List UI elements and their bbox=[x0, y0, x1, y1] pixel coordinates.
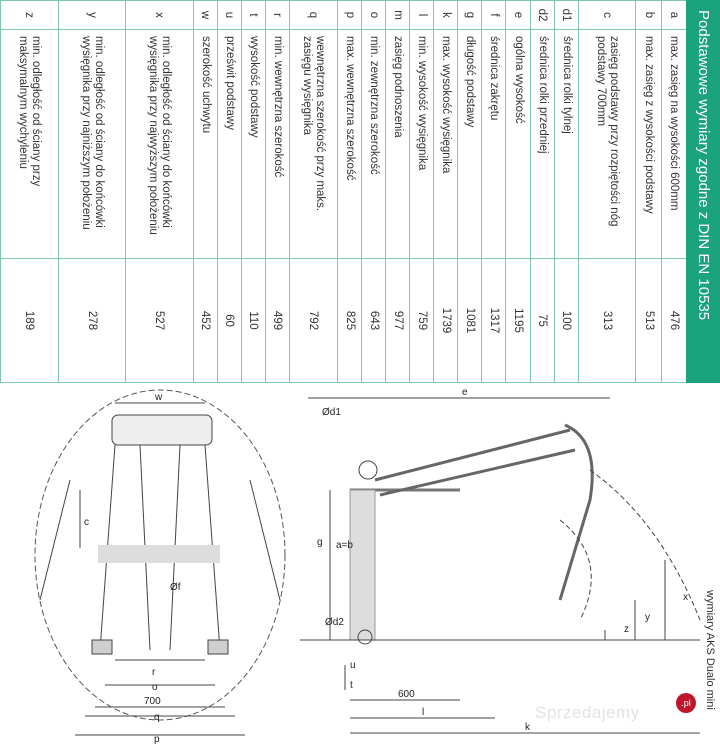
label-d2: Ød2 bbox=[325, 617, 344, 628]
table-cell-description: min. odległość od ściany do końcówki wys… bbox=[57, 30, 126, 258]
table-cell-value: 1195 bbox=[505, 259, 530, 382]
table-cell-description: ogólna wysokość bbox=[505, 30, 530, 258]
table-cell-value: 60 bbox=[216, 259, 241, 382]
table-cell-code: o bbox=[361, 1, 386, 29]
table-cell-description: prześwit podstawy bbox=[216, 30, 241, 258]
watermark: Sprzedajemy bbox=[535, 703, 640, 722]
table-cell-value: 643 bbox=[361, 259, 386, 382]
table-cell-code: x bbox=[125, 1, 193, 29]
table-cell-code: a bbox=[660, 1, 686, 29]
label-g: g bbox=[317, 537, 323, 548]
table-cell-description: średnica rolki przedniej bbox=[529, 30, 554, 258]
label-x: x bbox=[683, 592, 688, 603]
spec-table: Podstawowe wymiary zgodne z DIN EN 10535… bbox=[0, 0, 720, 383]
table-cell-description: zasięg podnoszenia bbox=[385, 30, 410, 258]
label-q: q bbox=[154, 712, 160, 723]
table-cell-value: 527 bbox=[125, 259, 193, 382]
drawing-caption: wymiary AKS Dualo mini bbox=[704, 590, 716, 710]
table-cell-code: r bbox=[264, 1, 289, 29]
label-z: z bbox=[624, 624, 629, 635]
table-cell-code: p bbox=[337, 1, 362, 29]
table-cell-code: b bbox=[635, 1, 661, 29]
table-cell-description: max. zasięg na wysokości 600mm bbox=[660, 30, 686, 258]
table-cell-code: z bbox=[0, 1, 58, 29]
table-cell-description: max. wewnętrzna szerokość bbox=[337, 30, 362, 258]
label-700: 700 bbox=[144, 696, 161, 707]
table-cell-value: 825 bbox=[337, 259, 362, 382]
label-y: y bbox=[645, 612, 650, 623]
table-cell-code: f bbox=[481, 1, 506, 29]
table-cell-description: max. zasięg z wysokości podstawy bbox=[635, 30, 661, 258]
table-cell-code: y bbox=[57, 1, 126, 29]
label-c: c bbox=[84, 517, 89, 528]
label-k: k bbox=[525, 722, 531, 733]
spec-table-region: Podstawowe wymiary zgodne z DIN EN 10535… bbox=[0, 0, 720, 383]
table-cell-value: 977 bbox=[385, 259, 410, 382]
label-w: w bbox=[154, 392, 163, 403]
table-cell-value: 452 bbox=[192, 259, 217, 382]
label-600: 600 bbox=[398, 689, 415, 700]
table-cell-description: szerokość uchwytu bbox=[192, 30, 217, 258]
label-o: o bbox=[152, 682, 158, 693]
label-r: r bbox=[152, 667, 156, 678]
table-cell-value: 110 bbox=[240, 259, 265, 382]
table-cell-value: 1317 bbox=[481, 259, 506, 382]
table-cell-code: e bbox=[505, 1, 530, 29]
table-cell-value: 513 bbox=[635, 259, 661, 382]
table-cell-description: średnica rolki tylnej bbox=[553, 30, 578, 258]
table-cell-description: max. wysokość wysięgnika bbox=[433, 30, 458, 258]
table-cell-code: d2 bbox=[529, 1, 554, 29]
table-cell-value: 75 bbox=[529, 259, 554, 382]
table-title: Podstawowe wymiary zgodne z DIN EN 10535 bbox=[686, 0, 720, 383]
table-cell-value: 759 bbox=[409, 259, 434, 382]
table-cell-code: q bbox=[288, 1, 337, 29]
table-cell-value: 278 bbox=[57, 259, 126, 382]
table-cell-code: k bbox=[433, 1, 458, 29]
table-cell-description: min. wysokość wysięgnika bbox=[409, 30, 434, 258]
technical-drawing: w c Øf r o 700 q p e Ød1 Ød2 g a=b u t 6… bbox=[34, 387, 701, 745]
table-cell-description: min. zewnętrzna szerokość bbox=[361, 30, 386, 258]
label-ab: a=b bbox=[336, 540, 353, 551]
table-cell-value: 792 bbox=[288, 259, 337, 382]
table-cell-code: u bbox=[216, 1, 241, 29]
table-cell-code: c bbox=[577, 1, 636, 29]
table-cell-description: wysokość podstawy bbox=[240, 30, 265, 258]
table-cell-description: min. odległość od ściany przy maksymalny… bbox=[0, 30, 58, 258]
table-cell-description: średnica zakrętu bbox=[481, 30, 506, 258]
table-cell-value: 313 bbox=[577, 259, 636, 382]
label-e: e bbox=[462, 387, 468, 398]
label-l: l bbox=[422, 707, 424, 718]
label-f: Øf bbox=[170, 582, 181, 593]
table-cell-description: wewnętrzna szerokość przy maks. zasięgu … bbox=[288, 30, 337, 258]
label-p: p bbox=[154, 734, 160, 745]
table-cell-code: t bbox=[240, 1, 265, 29]
table-cell-description: min. wewnętrzna szerokość bbox=[264, 30, 289, 258]
table-cell-code: m bbox=[385, 1, 410, 29]
table-cell-value: 189 bbox=[0, 259, 58, 382]
table-cell-code: w bbox=[192, 1, 217, 29]
table-cell-value: 476 bbox=[660, 259, 686, 382]
table-cell-value: 1739 bbox=[433, 259, 458, 382]
label-d1: Ød1 bbox=[322, 407, 341, 418]
table-cell-code: d1 bbox=[553, 1, 578, 29]
table-cell-value: 100 bbox=[553, 259, 578, 382]
watermark-badge: .pl bbox=[676, 693, 696, 713]
label-u: u bbox=[350, 660, 356, 671]
table-cell-value: 1081 bbox=[457, 259, 482, 382]
table-cell-value: 499 bbox=[264, 259, 289, 382]
table-cell-code: l bbox=[409, 1, 434, 29]
table-cell-code: g bbox=[457, 1, 482, 29]
table-cell-description: długość podstawy bbox=[457, 30, 482, 258]
table-cell-description: zasięg podstawy przy rozpiętości nóg pod… bbox=[577, 30, 636, 258]
label-t: t bbox=[350, 680, 353, 691]
table-cell-description: min. odległość od ściany do końcówki wys… bbox=[125, 30, 193, 258]
